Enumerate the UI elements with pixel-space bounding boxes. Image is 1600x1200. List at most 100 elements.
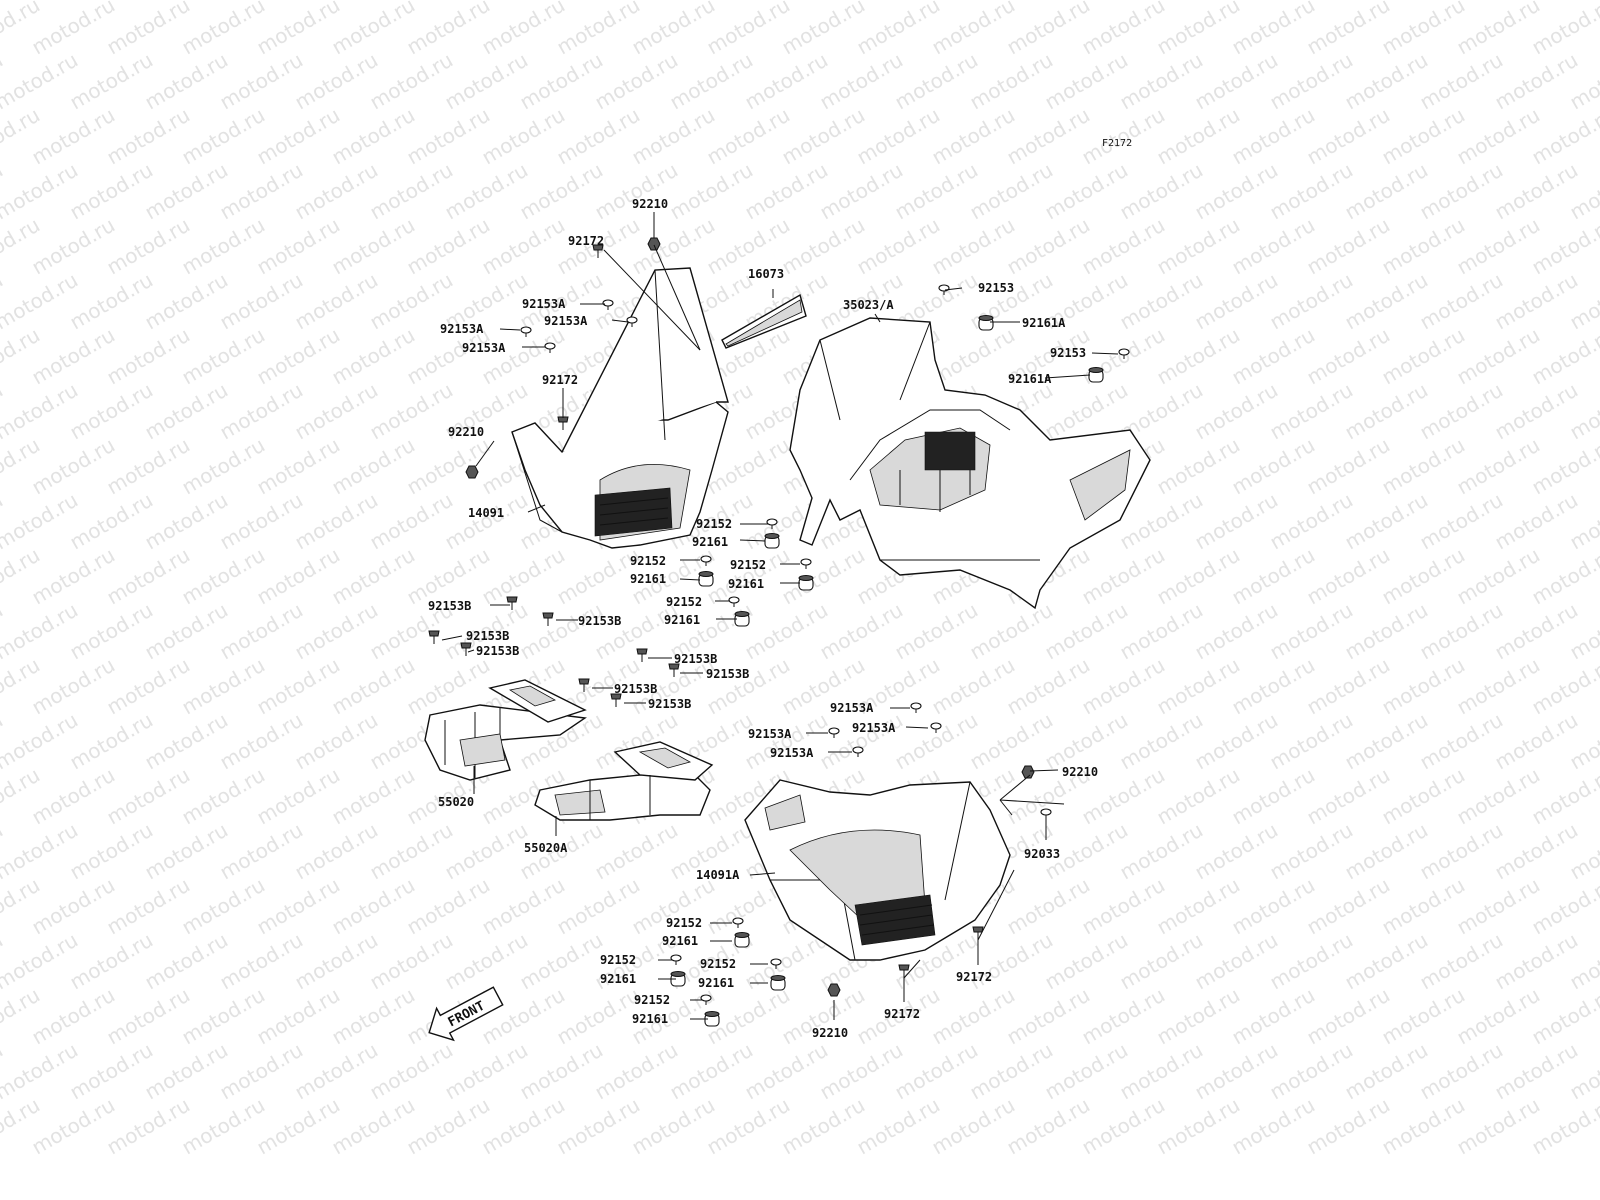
diagram-code: F2172 — [1102, 138, 1132, 149]
clip-icon — [520, 326, 532, 337]
label-92172-b1: 92172 — [956, 970, 992, 984]
nut-icon — [1021, 765, 1035, 779]
watermark-text: motod.ru — [178, 433, 269, 500]
watermark-text: motod.ru — [1453, 323, 1544, 390]
clip-icon — [766, 518, 778, 529]
watermark-text: motod.ru — [328, 983, 419, 1050]
label-92161A-r2: 92161A — [1008, 372, 1052, 386]
watermark-text: motod.ru — [216, 928, 307, 995]
watermark-text: motod.ru — [66, 928, 157, 995]
bolt-icon — [592, 244, 604, 258]
clip-icon — [910, 702, 922, 713]
watermark-text: motod.ru — [66, 488, 157, 555]
watermark-text: motod.ru — [103, 543, 194, 610]
watermark-text: motod.ru — [1453, 103, 1544, 170]
watermark-text: motod.ru — [703, 103, 794, 170]
watermark-text: motod.ru — [1491, 158, 1582, 225]
watermark-text: motod.ru — [66, 708, 157, 775]
watermark-text: motod.ru — [216, 48, 307, 115]
watermark-text: motod.ru — [553, 983, 644, 1050]
watermark-text: motod.ru — [1491, 598, 1582, 665]
watermark-text: motod.ru — [891, 158, 982, 225]
watermark-text: motod.ru — [891, 48, 982, 115]
watermark-text: motod.ru — [1191, 268, 1282, 335]
grommet-icon — [798, 575, 814, 591]
watermark-text: motod.ru — [1416, 708, 1507, 775]
watermark-text: motod.ru — [216, 818, 307, 885]
watermark-text: motod.ru — [291, 158, 382, 225]
label-14091A: 14091A — [696, 868, 740, 882]
watermark-text: motod.ru — [1266, 48, 1357, 115]
watermark-text: motod.ru — [1453, 213, 1544, 280]
watermark-text: motod.ru — [103, 433, 194, 500]
watermark-text: motod.ru — [1341, 158, 1432, 225]
watermark-text: motod.ru — [1228, 1093, 1319, 1160]
label-92152-h: 92152 — [634, 993, 670, 1007]
watermark-text: motod.ru — [103, 323, 194, 390]
watermark-text: motod.ru — [1153, 103, 1244, 170]
watermark-text: motod.ru — [141, 268, 232, 335]
nut-icon — [827, 983, 841, 997]
watermark-text: motod.ru — [1116, 928, 1207, 995]
clip-icon — [728, 596, 740, 607]
label-92172-mid: 92172 — [542, 373, 578, 387]
bolt-icon — [578, 678, 590, 692]
watermark-text: motod.ru — [891, 1038, 982, 1105]
clip-icon — [732, 917, 744, 928]
watermark-text: motod.ru — [216, 1038, 307, 1105]
label-35023A: 35023/A — [843, 298, 894, 312]
watermark-text: motod.ru — [28, 433, 119, 500]
bolt-icon — [428, 630, 440, 644]
watermark-text: motod.ru — [178, 873, 269, 940]
label-92152-a: 92152 — [696, 517, 732, 531]
watermark-text: motod.ru — [178, 103, 269, 170]
watermark-text: motod.ru — [28, 1093, 119, 1160]
watermark-text: motod.ru — [328, 653, 419, 720]
watermark-text: motod.ru — [1191, 488, 1282, 555]
watermark-text: motod.ru — [1341, 928, 1432, 995]
watermark-text: motod.ru — [1266, 1038, 1357, 1105]
watermark-text: motod.ru — [178, 323, 269, 390]
watermark-text: motod.ru — [253, 763, 344, 830]
label-92152-b: 92152 — [630, 554, 666, 568]
watermark-text: motod.ru — [366, 928, 457, 995]
watermark-text: motod.ru — [516, 158, 607, 225]
watermark-text: motod.ru — [1266, 488, 1357, 555]
watermark-text: motod.ru — [66, 1038, 157, 1105]
clip-icon — [626, 316, 638, 327]
watermark-text: motod.ru — [1453, 543, 1544, 610]
watermark-text: motod.ru — [778, 1093, 869, 1160]
watermark-text: motod.ru — [178, 763, 269, 830]
watermark-text: motod.ru — [216, 158, 307, 225]
watermark-text: motod.ru — [1116, 158, 1207, 225]
watermark-text: motod.ru — [253, 1093, 344, 1160]
watermark-text: motod.ru — [178, 213, 269, 280]
clip-icon — [800, 558, 812, 569]
watermark-text: motod.ru — [1078, 983, 1169, 1050]
watermark-text: motod.ru — [1266, 598, 1357, 665]
grommet-icon — [704, 1011, 720, 1027]
watermark-text: motod.ru — [291, 48, 382, 115]
label-55020: 55020 — [438, 795, 474, 809]
watermark-text: motod.ru — [703, 543, 794, 610]
label-92210-b: 92210 — [812, 1026, 848, 1040]
label-92161A-r1: 92161A — [1022, 316, 1066, 330]
watermark-text: motod.ru — [1041, 1038, 1132, 1105]
watermark-text: motod.ru — [1378, 433, 1469, 500]
clip-icon — [770, 958, 782, 969]
watermark-text: motod.ru — [1303, 983, 1394, 1050]
bolt-icon — [636, 648, 648, 662]
watermark-text: motod.ru — [291, 598, 382, 665]
watermark-text: motod.ru — [178, 1093, 269, 1160]
watermark-text: motod.ru — [328, 213, 419, 280]
watermark-text: motod.ru — [741, 158, 832, 225]
watermark-text: motod.ru — [103, 1093, 194, 1160]
watermark-text: motod.ru — [1303, 213, 1394, 280]
bolt-icon — [668, 663, 680, 677]
watermark-text: motod.ru — [141, 598, 232, 665]
watermark-text: motod.ru — [516, 1038, 607, 1105]
watermark-text: motod.ru — [966, 48, 1057, 115]
watermark-text: motod.ru — [1303, 763, 1394, 830]
watermark-text: motod.ru — [591, 1038, 682, 1105]
label-92210-r: 92210 — [1062, 765, 1098, 779]
